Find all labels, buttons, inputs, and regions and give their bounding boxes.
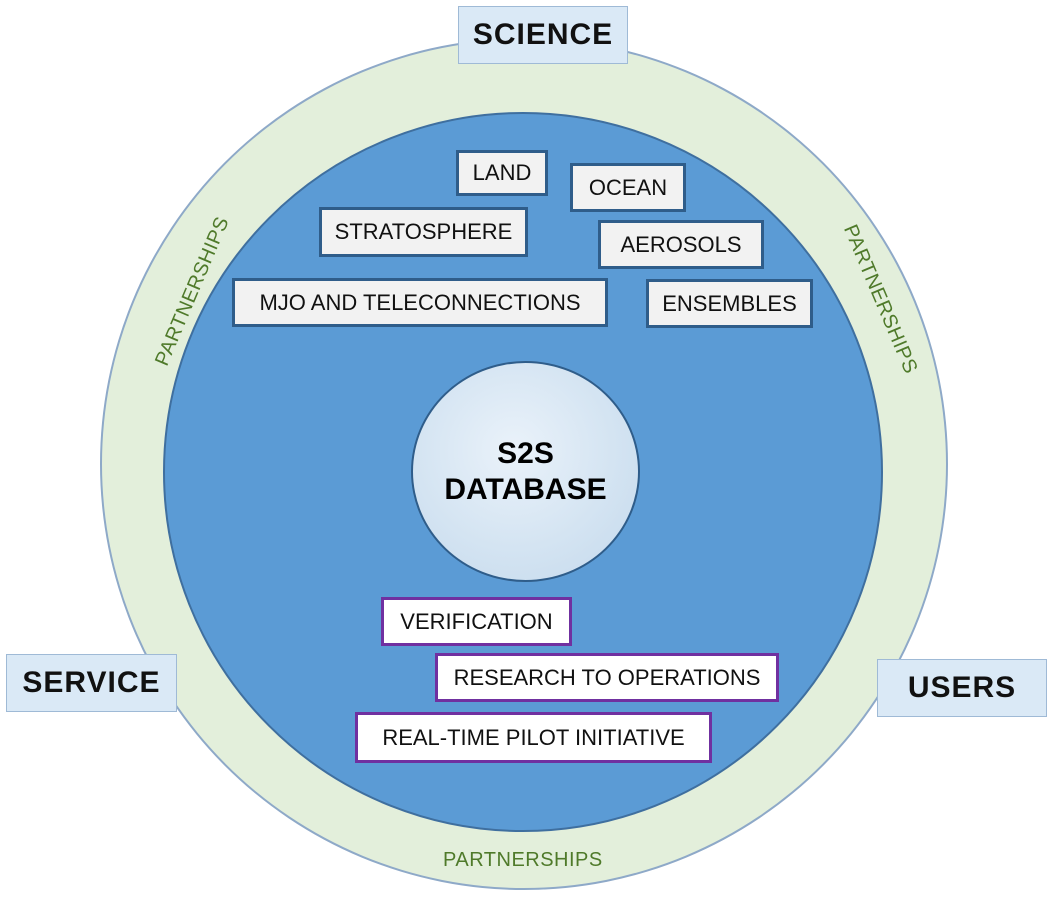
pillar-science: SCIENCE [458,6,628,64]
s2s-database-core: S2S DATABASE [411,361,640,582]
partnerships-label-bottom: PARTNERSHIPS [443,849,603,871]
topic-mjo-teleconnections: MJO AND TELECONNECTIONS [232,278,608,327]
pillar-users: USERS [877,659,1047,717]
pillar-service: SERVICE [6,654,177,712]
topic-ensembles: ENSEMBLES [646,279,813,328]
topic-stratosphere: STRATOSPHERE [319,207,528,257]
activity-real-time-pilot: REAL-TIME PILOT INITIATIVE [355,712,712,763]
topic-aerosols: AEROSOLS [598,220,764,269]
core-line-1: S2S [497,436,554,470]
topic-ocean: OCEAN [570,163,686,212]
activity-research-to-operations: RESEARCH TO OPERATIONS [435,653,779,702]
topic-land: LAND [456,150,548,196]
activity-verification: VERIFICATION [381,597,572,646]
core-line-2: DATABASE [444,472,607,506]
